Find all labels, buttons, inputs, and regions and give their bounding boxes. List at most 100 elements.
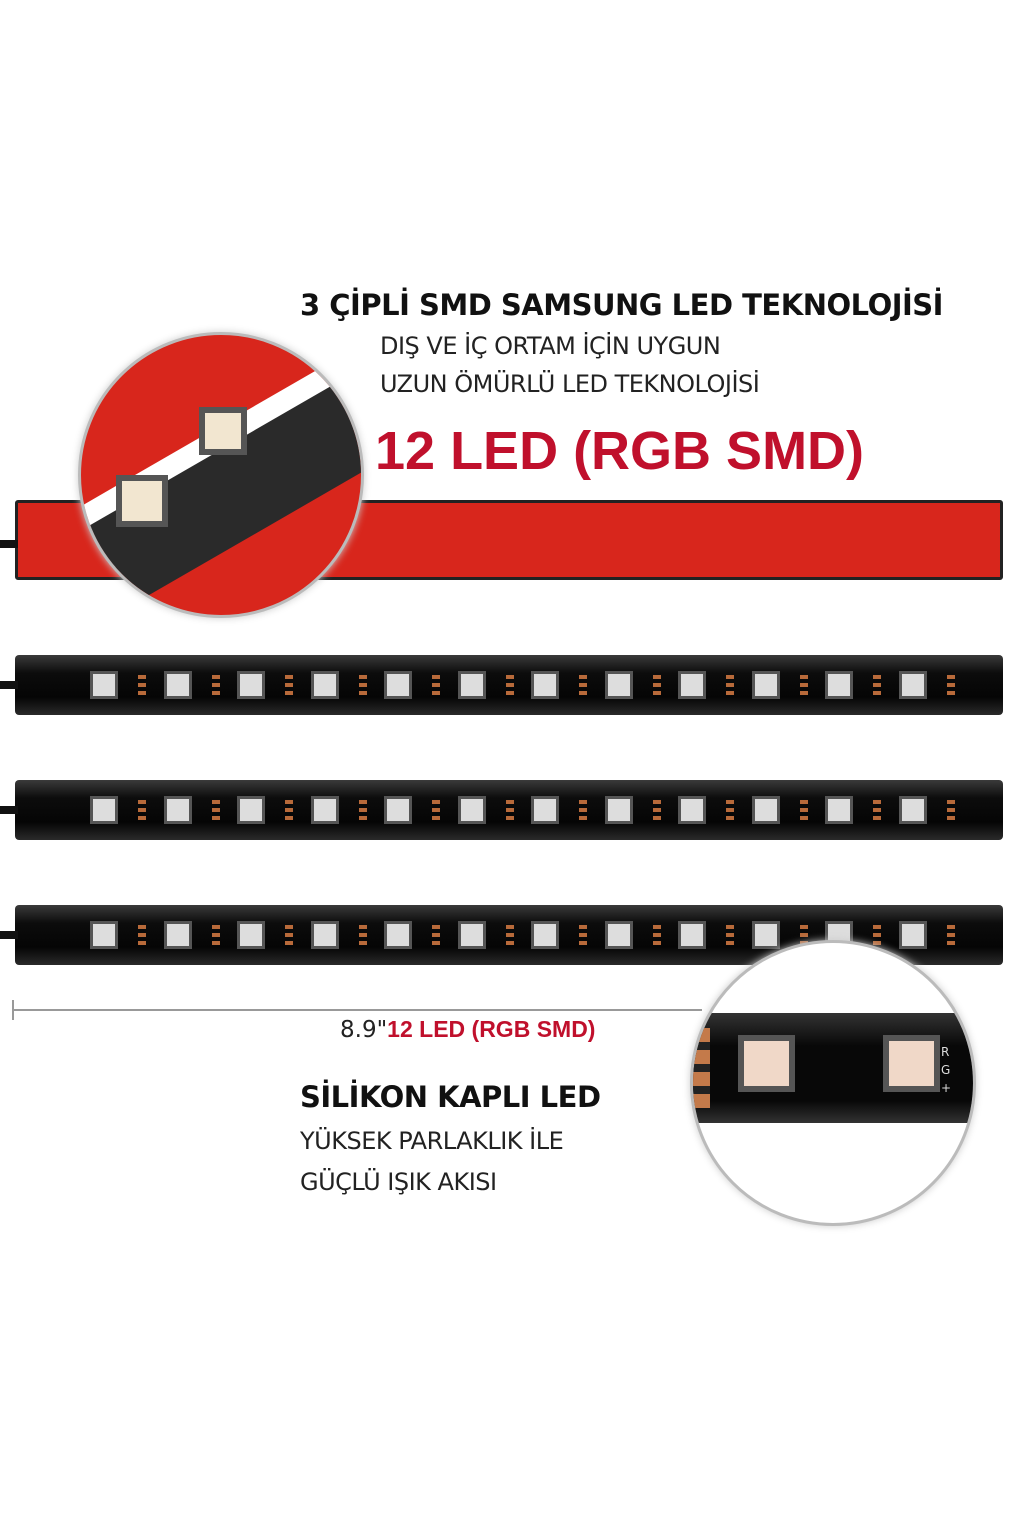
resistor	[505, 933, 514, 937]
resistor	[873, 683, 881, 687]
resistor	[505, 816, 514, 820]
led-chip-icon	[116, 475, 168, 527]
top-line-2: UZUN ÖMÜRLÜ LED TEKNOLOJİSİ	[380, 370, 760, 398]
resistor	[358, 800, 367, 804]
resistor	[211, 816, 220, 820]
resistor	[138, 691, 146, 695]
resistor	[579, 925, 587, 929]
led-chip	[825, 671, 853, 699]
resistor	[652, 691, 661, 695]
resistor	[432, 941, 440, 945]
resistor	[652, 683, 661, 687]
resistor	[652, 675, 661, 679]
top-red-label: 12 LED (RGB SMD)	[375, 421, 865, 481]
led-chip-icon	[883, 1035, 940, 1092]
resistor	[652, 800, 661, 804]
resistor	[358, 941, 367, 945]
resistor	[505, 691, 514, 695]
led-strip	[0, 655, 1003, 715]
resistor	[652, 808, 661, 812]
led-chip	[604, 921, 633, 949]
measure-line	[12, 1009, 702, 1011]
resistor	[138, 800, 146, 804]
led-chip	[163, 796, 192, 824]
resistor	[432, 683, 440, 687]
resistor	[505, 675, 514, 679]
resistor	[726, 675, 734, 679]
led-strip	[0, 780, 1003, 840]
led-chip-icon	[738, 1035, 795, 1092]
led-chip	[237, 671, 265, 699]
resistor	[358, 816, 367, 820]
resistor	[946, 683, 955, 687]
bottom-line-1: YÜKSEK PARLAKLIK İLE	[300, 1127, 564, 1155]
resistor	[138, 925, 146, 929]
length-value: 8.9"	[340, 1017, 388, 1043]
led-chip	[310, 921, 339, 949]
resistor	[946, 925, 955, 929]
resistor	[285, 683, 293, 687]
resistor	[726, 808, 734, 812]
led-chip	[825, 796, 853, 824]
resistor	[505, 941, 514, 945]
led-chip	[751, 921, 780, 949]
led-chip	[163, 921, 192, 949]
led-chip	[384, 796, 412, 824]
resistor	[726, 816, 734, 820]
resistor	[946, 941, 955, 945]
zoom-circle-bottom: R G +	[690, 940, 976, 1226]
resistor	[432, 933, 440, 937]
resistor	[505, 808, 514, 812]
resistor	[579, 683, 587, 687]
bottom-line-2: GÜÇLÜ IŞIK AKISI	[300, 1168, 497, 1196]
resistor	[358, 675, 367, 679]
resistor	[432, 808, 440, 812]
resistor	[579, 808, 587, 812]
resistor	[358, 808, 367, 812]
length-label: 8.9"12 LED (RGB SMD)	[340, 1016, 595, 1043]
resistor	[358, 683, 367, 687]
led-chip	[163, 671, 192, 699]
resistor	[358, 691, 367, 695]
led-chip	[384, 921, 412, 949]
resistor	[138, 808, 146, 812]
bottom-heading: SİLİKON KAPLI LED	[300, 1080, 601, 1114]
led-chip	[678, 671, 706, 699]
led-chip	[531, 671, 559, 699]
resistor	[579, 933, 587, 937]
resistor	[726, 683, 734, 687]
resistor	[505, 800, 514, 804]
resistor	[211, 800, 220, 804]
resistor	[946, 808, 955, 812]
led-chip	[237, 796, 265, 824]
resistor	[799, 816, 808, 820]
resistor	[873, 941, 881, 945]
led-chip	[898, 671, 927, 699]
resistor	[505, 925, 514, 929]
zoom-circle-top	[78, 332, 364, 618]
led-strip	[0, 905, 1003, 965]
resistor	[211, 925, 220, 929]
led-chip	[457, 921, 486, 949]
led-chip	[751, 796, 780, 824]
resistor	[432, 925, 440, 929]
resistor	[726, 941, 734, 945]
resistor	[652, 941, 661, 945]
resistor	[799, 800, 808, 804]
resistor	[432, 675, 440, 679]
resistor	[211, 683, 220, 687]
led-chip	[384, 671, 412, 699]
led-chip	[898, 921, 927, 949]
resistor	[505, 683, 514, 687]
resistor	[285, 816, 293, 820]
led-chip	[678, 796, 706, 824]
resistor	[946, 691, 955, 695]
resistor	[873, 933, 881, 937]
resistor	[138, 675, 146, 679]
resistor	[726, 925, 734, 929]
resistor	[432, 816, 440, 820]
led-chip-icon	[199, 407, 247, 455]
led-chip	[90, 671, 118, 699]
resistor	[946, 933, 955, 937]
resistor	[579, 691, 587, 695]
